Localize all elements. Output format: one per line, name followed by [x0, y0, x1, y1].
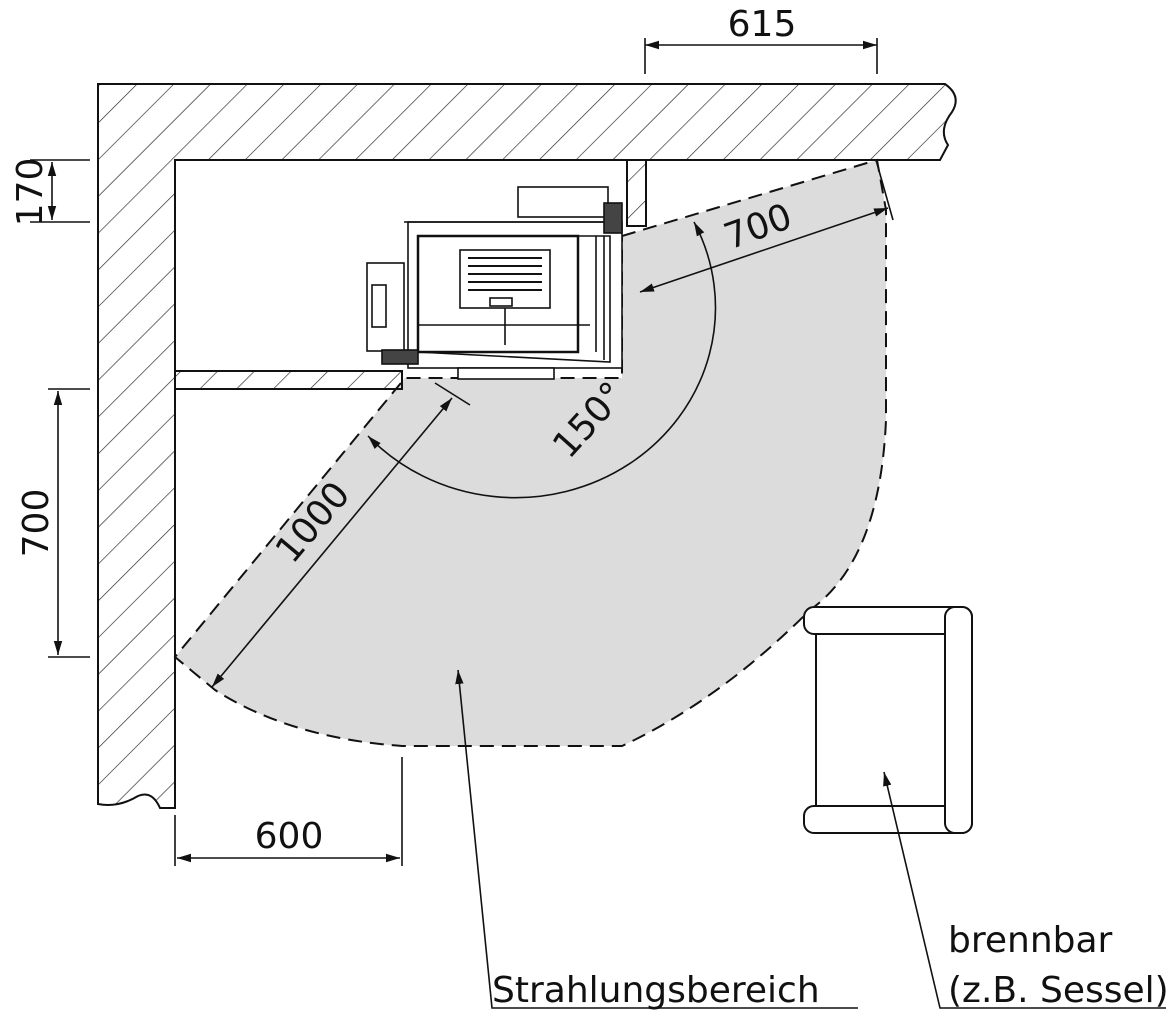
dimension-bottom-600: [174, 757, 403, 866]
combustible-label-line1: brennbar: [948, 920, 1113, 961]
radiation-area-label: Strahlungsbereich: [492, 970, 820, 1011]
armchair: [803, 606, 973, 834]
dimension-top-615: [644, 38, 878, 74]
dim-170-label: 170: [10, 158, 51, 227]
dimension-700-side: [48, 388, 90, 658]
leader-combustible: [883, 771, 1166, 1009]
dim-615-label: 615: [728, 4, 797, 45]
leader-radiation: [455, 669, 858, 1009]
dimension-170: [30, 159, 90, 223]
dim-700-side-label: 700: [16, 489, 57, 558]
combustible-label-line2: (z.B. Sessel): [948, 970, 1169, 1011]
fireplace-insert: [366, 186, 623, 380]
angle-arc: [367, 221, 717, 499]
dim-600-label: 600: [255, 816, 324, 857]
